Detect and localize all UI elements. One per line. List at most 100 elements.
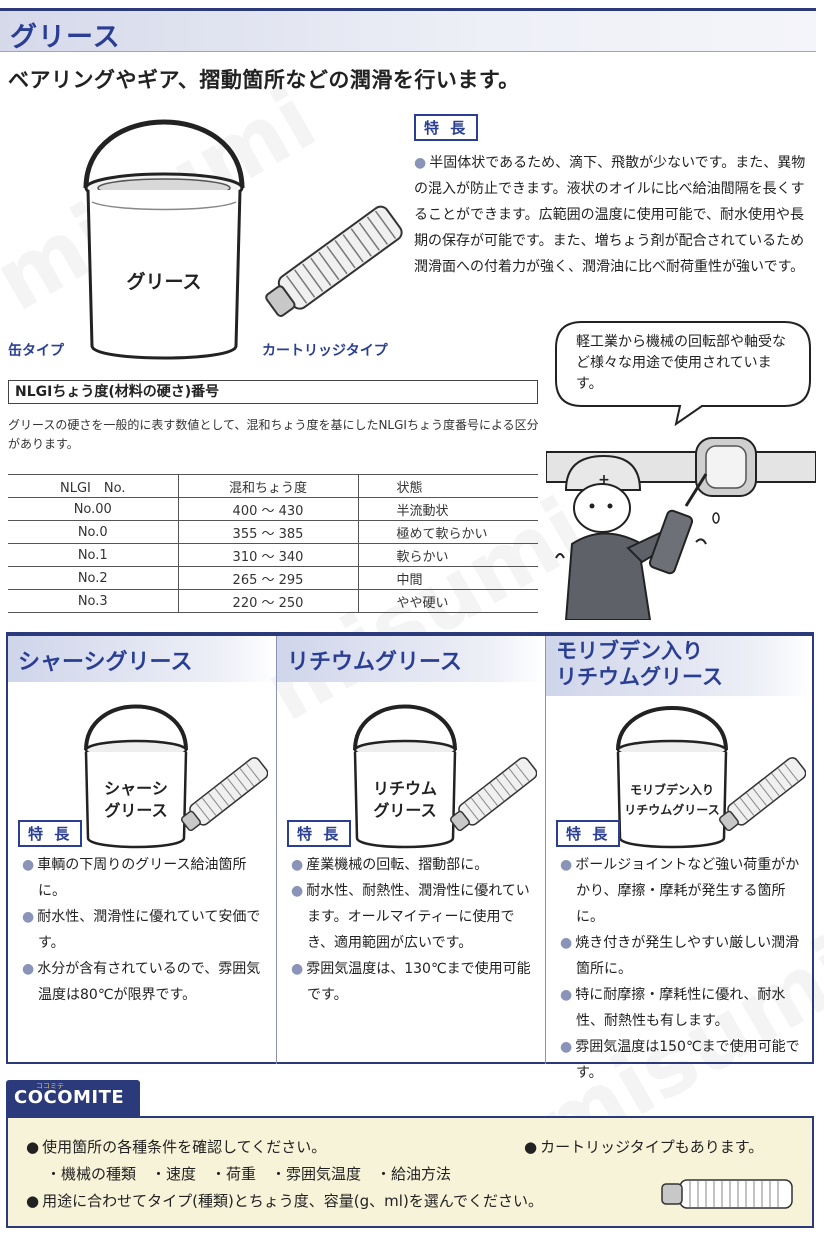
can-text: モリブデン入り	[630, 782, 714, 797]
cell-consistency: 400 ～ 430	[177, 497, 358, 521]
bullet-icon: ●	[291, 883, 304, 899]
grease-can-illustration: グリース	[83, 119, 245, 360]
cell-state: 極めて軟らかい	[357, 520, 538, 544]
molybdenum-lithium-grease-section: モリブデン入り リチウムグリース モリブデン入り リチウムグリース 特 長 ●ボ…	[546, 636, 812, 1081]
list-item-text: 特に耐摩擦・摩耗性に優れ、耐水性、耐熱性も有します。	[575, 987, 786, 1029]
section-title: リチウムグリース	[287, 650, 462, 675]
svg-text:+: +	[598, 472, 610, 488]
lead-text: ベアリングやギア、摺動箇所などの潤滑を行います。	[8, 68, 520, 92]
cell-nlgi: No.1	[8, 543, 178, 567]
bullet-icon: ●	[22, 857, 35, 873]
col-header-consistency: 混和ちょう度	[177, 474, 358, 498]
list-item-text: 焼き付きが発生しやすい厳しい潤滑箇所に。	[575, 935, 800, 977]
bullet-icon: ●	[26, 1138, 40, 1156]
feature-tag: 特 長	[18, 820, 83, 847]
cell-nlgi: No.2	[8, 566, 178, 590]
can-text: シャーシ	[104, 779, 168, 798]
features-text: ●半固体状であるため、滴下、飛散が少ないです。また、異物の混入が防止できます。液…	[414, 150, 814, 280]
worker-illustration: +	[546, 437, 816, 620]
note-line: ●カートリッジタイプもあります。	[524, 1136, 763, 1157]
bullet-icon: ●	[560, 935, 573, 951]
note-text: 用途に合わせてタイプ(種類)とちょう度、容量(g、ml)を選んでください。	[42, 1192, 544, 1210]
list-item: ●ボールジョイントなど強い荷重がかかり、摩擦・摩耗が発生する箇所に。	[560, 852, 808, 930]
grease-types-panel: シャーシグリース シャーシ グリース 特 長 ●車輌の下周りのグリース給油箇所に…	[6, 632, 814, 1081]
bullet-icon: ●	[560, 987, 573, 1003]
feature-tag: 特 長	[414, 114, 479, 141]
bullet-icon: ●	[22, 961, 35, 977]
nlgi-heading: NLGIちょう度(材料の硬さ)番号	[8, 380, 538, 404]
list-item: ●産業機械の回転、摺動部に。	[291, 852, 541, 878]
speech-bubble: 軽工業から機械の回転部や軸受など様々な用途で使用されています。	[552, 318, 814, 426]
bullet-icon: ●	[524, 1138, 538, 1156]
feature-tag: 特 長	[287, 820, 352, 847]
cell-consistency: 220 ～ 250	[177, 589, 358, 613]
note-text: カートリッジタイプもあります。	[540, 1138, 764, 1156]
list-item-text: 雰囲気温度は、130℃まで使用可能です。	[306, 961, 531, 1003]
list-item: ●耐水性、潤滑性に優れていて安価です。	[22, 904, 272, 956]
note-text: 使用箇所の各種条件を確認してください。	[42, 1138, 327, 1156]
list-item: ●特に耐摩擦・摩耗性に優れ、耐水性、耐熱性も有します。	[560, 982, 808, 1034]
note-line: ●用途に合わせてタイプ(種類)とちょう度、容量(g、ml)を選んでください。	[26, 1190, 543, 1211]
divider	[276, 636, 277, 1064]
list-item: ●雰囲気温度は150℃まで使用可能です。	[560, 1034, 808, 1086]
list-item-text: 産業機械の回転、摺動部に。	[306, 857, 489, 873]
bullet-icon: ●	[414, 155, 427, 171]
chassis-grease-section: シャーシグリース シャーシ グリース 特 長 ●車輌の下周りのグリース給油箇所に…	[8, 636, 276, 1064]
cocomite-logo-text: COCOMITE	[14, 1087, 125, 1108]
list-item-text: ボールジョイントなど強い荷重がかかり、摩擦・摩耗が発生する箇所に。	[575, 857, 800, 925]
list-item: ●焼き付きが発生しやすい厳しい潤滑箇所に。	[560, 930, 808, 982]
list-item-text: 水分が含有されているので、雰囲気温度は80℃が限界です。	[37, 961, 261, 1003]
lithium-grease-can-illustration: リチウム グリース	[353, 704, 537, 849]
list-item: ●水分が含有されているので、雰囲気温度は80℃が限界です。	[22, 956, 272, 1008]
list-item: ●耐水性、耐熱性、潤滑性に優れています。オールマイティーに使用でき、適用範囲が広…	[291, 878, 541, 956]
list-item-text: 耐水性、耐熱性、潤滑性に優れています。オールマイティーに使用でき、適用範囲が広い…	[306, 883, 530, 951]
feature-list: ●ボールジョイントなど強い荷重がかかり、摩擦・摩耗が発生する箇所に。 ●焼き付き…	[560, 852, 808, 1086]
lithium-grease-section: リチウムグリース リチウム グリース 特 長 ●産業機械の回転、摺動部に。 ●耐…	[277, 636, 545, 1064]
cartridge-illustration	[265, 205, 403, 317]
section-title-line: モリブデン入り	[556, 639, 703, 663]
bullet-icon: ●	[560, 1039, 573, 1055]
cell-state: やや硬い	[357, 589, 538, 613]
can-text: グリース	[104, 801, 167, 820]
note-line: ・機械の種類 ・速度 ・荷重 ・雰囲気温度 ・給油方法	[46, 1163, 451, 1184]
can-text: グリース	[373, 801, 436, 820]
can-text: グリース	[126, 270, 201, 293]
cell-nlgi: No.00	[8, 497, 178, 521]
bullet-icon: ●	[560, 857, 573, 873]
chassis-grease-can-illustration: シャーシ グリース	[84, 704, 268, 849]
cell-state: 軟らかい	[357, 543, 538, 567]
cell-state: 中間	[357, 566, 538, 590]
section-header: リチウムグリース	[277, 636, 545, 682]
nlgi-description: グリースの硬さを一般的に表す数値として、混和ちょう度を基にしたNLGIちょう度番…	[8, 418, 539, 451]
cell-consistency: 355 ～ 385	[177, 520, 358, 544]
list-item: ●雰囲気温度は、130℃まで使用可能です。	[291, 956, 541, 1008]
can-type-caption: 缶タイプ	[8, 343, 64, 359]
title-bar: グリース	[0, 8, 816, 53]
cartridge-type-caption: カートリッジタイプ	[262, 343, 388, 359]
page-title: グリース	[10, 22, 121, 53]
can-text: リチウム	[373, 779, 437, 798]
list-item-text: 車輌の下周りのグリース給油箇所に。	[37, 857, 247, 899]
cocomite-logo: ココミテ COCOMITE	[6, 1080, 140, 1118]
can-text: リチウムグリース	[624, 802, 719, 817]
speech-text: 軽工業から機械の回転部や軸受など様々な用途で使用されています。	[576, 334, 786, 392]
feature-tag: 特 長	[556, 820, 621, 847]
section-title: モリブデン入り リチウムグリース	[556, 638, 723, 690]
cell-nlgi: No.3	[8, 589, 178, 613]
list-item: ●車輌の下周りのグリース給油箇所に。	[22, 852, 272, 904]
features-body: 半固体状であるため、滴下、飛散が少ないです。また、異物の混入が防止できます。液状…	[414, 155, 806, 275]
cocomite-panel: ●使用箇所の各種条件を確認してください。 ●カートリッジタイプもあります。 ・機…	[6, 1116, 814, 1228]
section-title-line: リチウムグリース	[556, 665, 723, 689]
bullet-icon: ●	[26, 1192, 40, 1210]
col-header-state: 状態	[357, 474, 538, 498]
bullet-icon: ●	[291, 961, 304, 977]
section-header: シャーシグリース	[8, 636, 276, 682]
col-header-nlgi: NLGI No.	[8, 474, 178, 498]
feature-list: ●産業機械の回転、摺動部に。 ●耐水性、耐熱性、潤滑性に優れています。オールマイ…	[291, 852, 541, 1008]
